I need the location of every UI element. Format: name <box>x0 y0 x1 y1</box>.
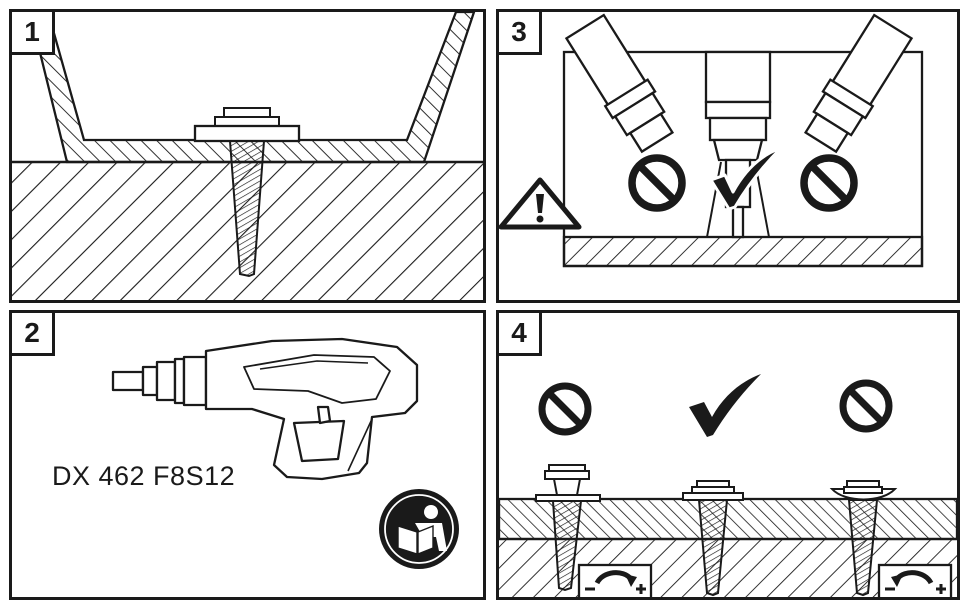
prohibited-icon <box>839 379 893 433</box>
step-number-1: 1 <box>12 12 55 55</box>
step-number-3: 3 <box>499 12 542 55</box>
panel-2: 2 DX 462 F8S12 <box>9 310 486 600</box>
diagram-step-3 <box>499 13 924 268</box>
prohibited-icon <box>538 382 592 436</box>
nail-too-deep <box>829 480 898 597</box>
power-adjust-icon <box>577 563 653 597</box>
panel-1: 1 <box>9 9 486 303</box>
prohibited-icon <box>800 154 858 212</box>
nail-too-high <box>535 464 601 592</box>
checkmark-icon <box>709 146 783 211</box>
checkmark-icon <box>689 374 761 437</box>
power-adjust-icon <box>877 563 953 597</box>
step-number-4: 4 <box>499 313 542 356</box>
nail-correct <box>682 480 744 597</box>
prohibited-icon <box>628 154 686 212</box>
diagram-step-4 <box>499 374 957 597</box>
tool-model-label: DX 462 F8S12 <box>52 461 236 491</box>
diagram-step-2 <box>111 337 459 569</box>
nail-gun-illustration <box>111 337 419 481</box>
panel-3: 3 <box>496 9 960 303</box>
tool-vertical <box>704 50 772 239</box>
tool-tilted-left <box>564 13 675 154</box>
tool-tilted-right <box>803 13 914 154</box>
warning-triangle-icon <box>499 177 582 230</box>
diagram-step-1 <box>12 12 483 300</box>
step-number-2: 2 <box>12 313 55 356</box>
panel-4: 4 <box>496 310 960 600</box>
nail-fastener <box>193 107 301 278</box>
read-manual-icon <box>379 489 459 569</box>
formwork-profile <box>28 12 476 164</box>
